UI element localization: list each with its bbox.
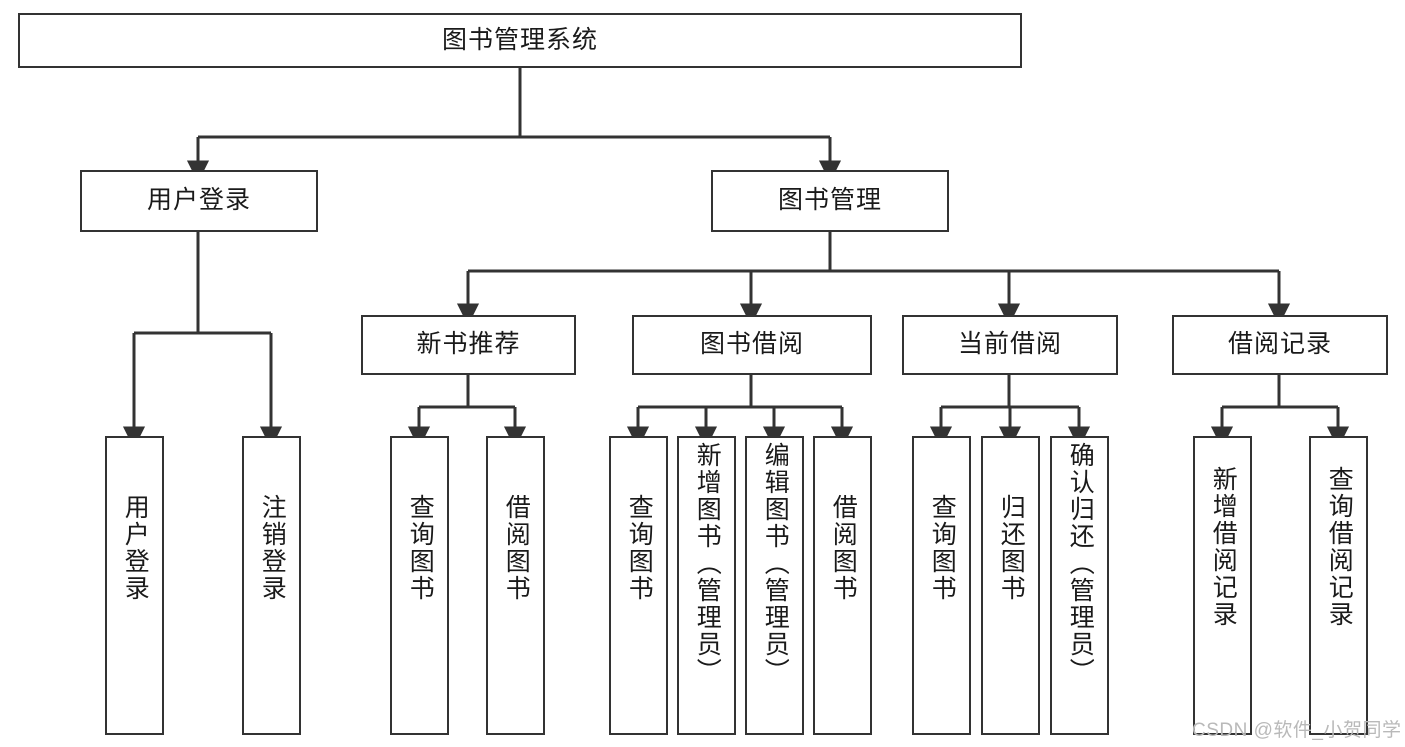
leaf-query-book-borrow[interactable]: 查询图书 [609,436,668,735]
leaf-label: 新增借阅记录 [1209,466,1238,628]
node-user-login[interactable]: 用户登录 [80,170,318,232]
leaf-label: 借阅图书 [829,494,858,602]
leaf-label: 确认归还（管理员） [1066,442,1095,685]
leaf-label: 新增图书（管理员） [693,442,722,685]
leaf-edit-book-admin[interactable]: 编辑图书（管理员） [745,436,804,735]
leaf-borrow-book-recommend[interactable]: 借阅图书 [486,436,545,735]
leaf-label: 编辑图书（管理员） [761,442,790,685]
node-label: 用户登录 [146,186,251,215]
leaf-label: 查询借阅记录 [1325,466,1354,628]
leaf-label: 归还图书 [997,494,1026,602]
node-new-book-recommend[interactable]: 新书推荐 [361,315,576,375]
node-current-borrow[interactable]: 当前借阅 [902,315,1118,375]
leaf-confirm-return-admin[interactable]: 确认归还（管理员） [1050,436,1109,735]
leaf-query-book-recommend[interactable]: 查询图书 [390,436,449,735]
node-label: 当前借阅 [957,330,1062,359]
leaf-query-book-current[interactable]: 查询图书 [912,436,971,735]
node-label: 新书推荐 [416,330,521,359]
leaf-user-login[interactable]: 用户登录 [105,436,164,735]
node-label: 图书借阅 [699,330,804,359]
leaf-borrow-book[interactable]: 借阅图书 [813,436,872,735]
leaf-add-borrow-record[interactable]: 新增借阅记录 [1193,436,1252,735]
leaf-label: 借阅图书 [502,494,531,602]
leaf-label: 注销登录 [258,494,287,602]
leaf-label: 用户登录 [121,494,150,602]
leaf-add-book-admin[interactable]: 新增图书（管理员） [677,436,736,735]
node-label: 图书管理 [777,186,882,215]
leaf-return-book[interactable]: 归还图书 [981,436,1040,735]
node-label: 图书管理系统 [441,25,598,54]
leaf-logout[interactable]: 注销登录 [242,436,301,735]
node-root-library-system[interactable]: 图书管理系统 [18,13,1022,68]
node-book-management[interactable]: 图书管理 [711,170,949,232]
node-book-borrow[interactable]: 图书借阅 [632,315,872,375]
node-label: 借阅记录 [1227,330,1332,359]
leaf-label: 查询图书 [625,494,654,602]
csdn-watermark: CSDN @软件_小贺同学 [1192,720,1402,741]
node-borrow-record[interactable]: 借阅记录 [1172,315,1388,375]
leaf-label: 查询图书 [406,494,435,602]
leaf-label: 查询图书 [928,494,957,602]
leaf-query-borrow-record[interactable]: 查询借阅记录 [1309,436,1368,735]
